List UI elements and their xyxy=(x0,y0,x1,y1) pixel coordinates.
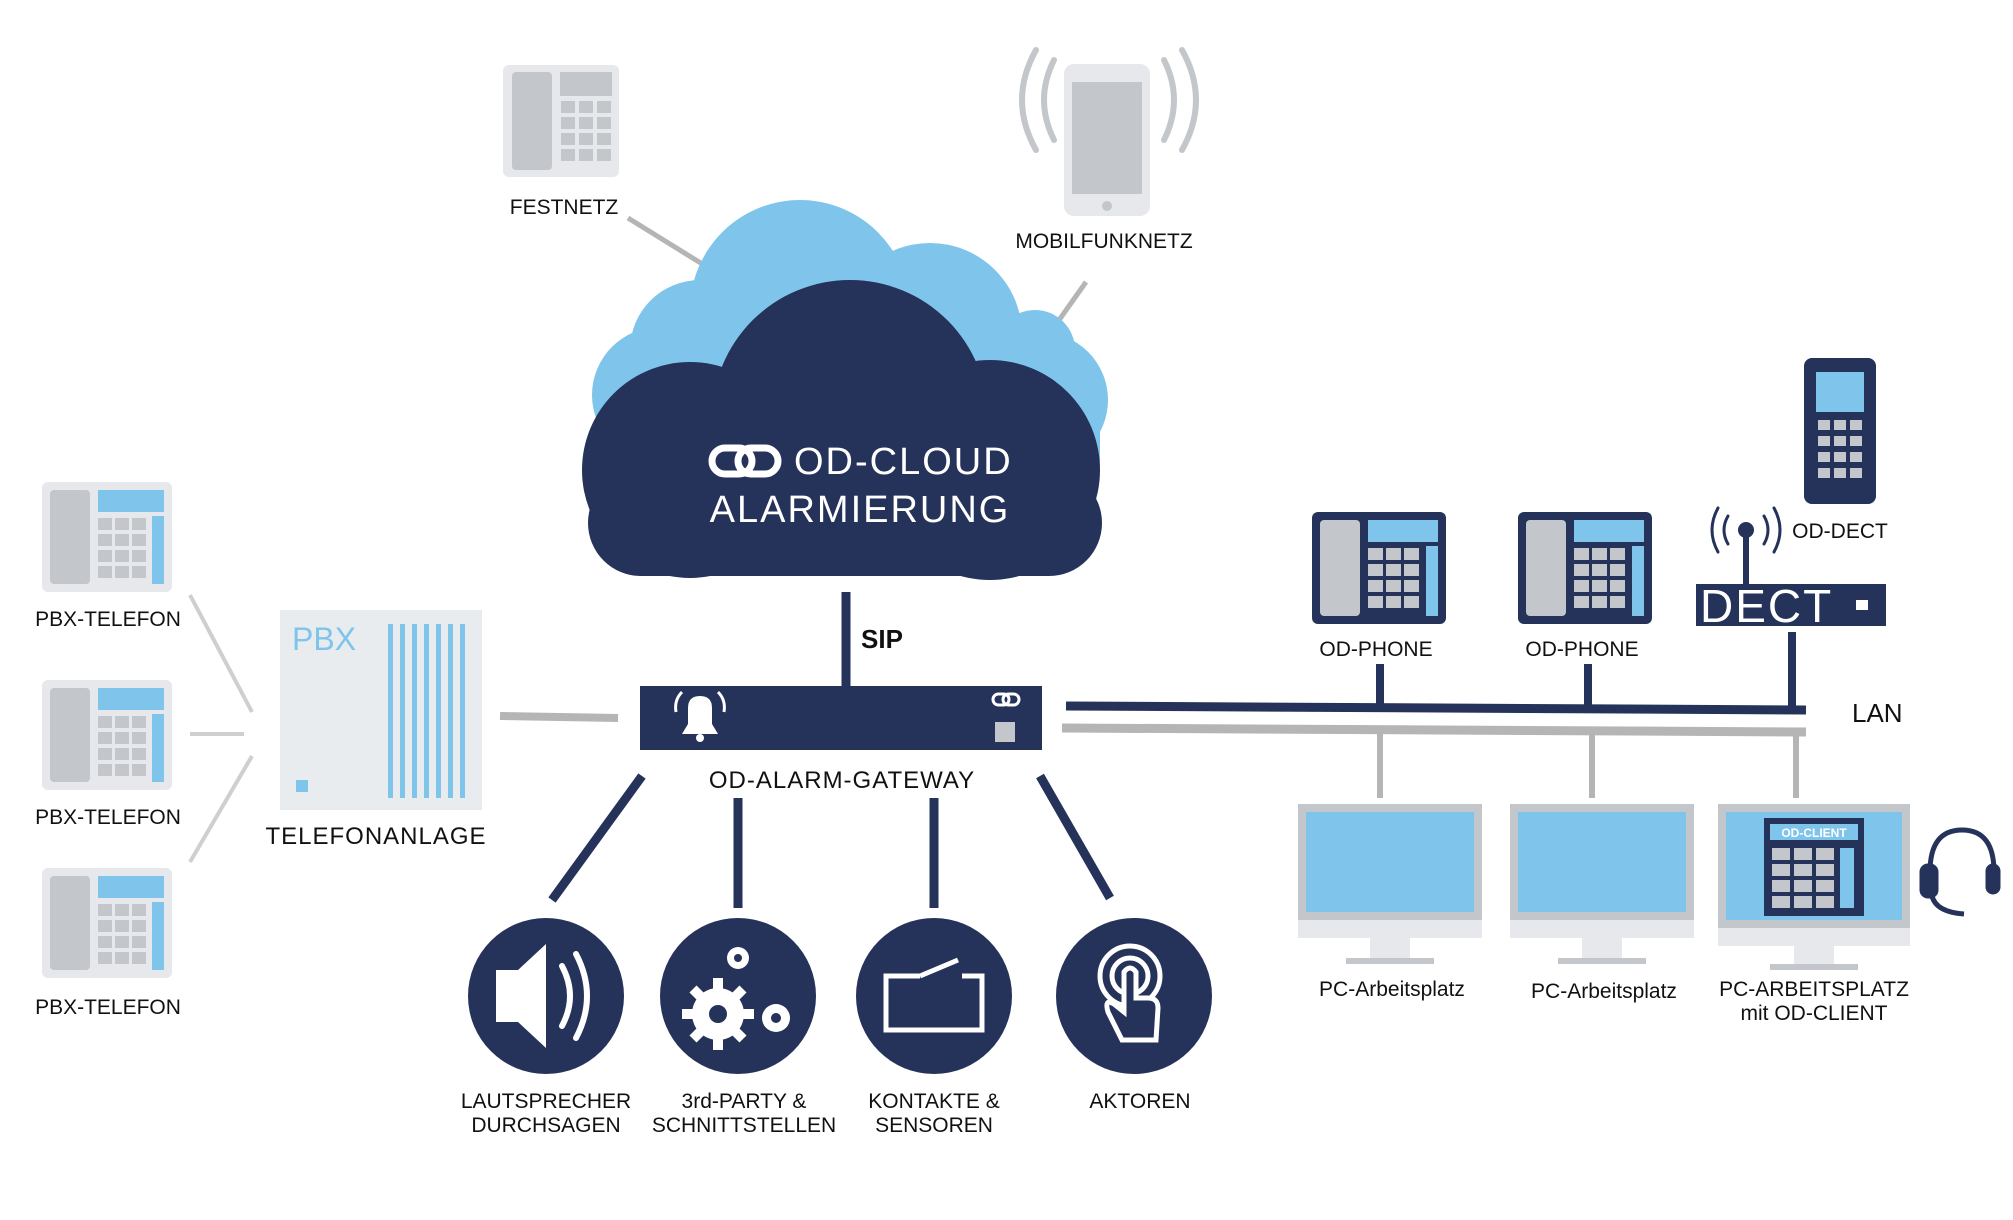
output-label-3a: KONTAKTE & xyxy=(868,1090,999,1113)
pbx-gateway-connector xyxy=(499,712,619,722)
od-phone-1 xyxy=(1312,512,1446,624)
output-speaker: LAUTSPRECHER DURCHSAGEN xyxy=(461,918,631,1137)
pc-label-3b: mit OD-CLIENT xyxy=(1741,1002,1888,1025)
od-dect-label: OD-DECT xyxy=(1792,520,1888,543)
pc-label-3a: PC-ARBEITSPLATZ xyxy=(1719,978,1909,1001)
alarm-bell-icon xyxy=(674,690,726,742)
pbx-box-text: PBX xyxy=(292,621,356,657)
od-phone-2 xyxy=(1518,512,1652,624)
gateway-label: OD-ALARM-GATEWAY xyxy=(709,767,975,794)
output-connector-4 xyxy=(1036,773,1114,901)
output-connector-1 xyxy=(548,773,646,903)
od-client-app: OD-CLIENT xyxy=(1764,818,1864,916)
cloud-title-line1: OD-CLOUD xyxy=(794,441,1013,483)
output-label-1a: LAUTSPRECHER xyxy=(461,1090,631,1113)
od-phone-label-1: OD-PHONE xyxy=(1319,638,1432,661)
pbx-phone-label-2: PBX-TELEFON xyxy=(35,806,181,829)
lan-bus-grey xyxy=(1061,723,1807,737)
pbx-phone-3 xyxy=(42,868,172,978)
festnetz-keypad xyxy=(561,101,611,161)
pbx-phone-2 xyxy=(42,680,172,790)
output-actors: AKTOREN xyxy=(1056,918,1212,1113)
pc-label-1: PC-Arbeitsplatz xyxy=(1319,978,1465,1001)
od-client-screen-text: OD-CLIENT xyxy=(1781,826,1847,840)
switch-contact-icon xyxy=(883,957,985,1033)
pc-workstation-1: PC-Arbeitsplatz xyxy=(1298,804,1482,1001)
signal-waves-right-icon xyxy=(1161,47,1199,153)
output-label-1b: DURCHSAGEN xyxy=(471,1114,620,1137)
cloud-title-line2: ALARMIERUNG xyxy=(710,489,1011,531)
sip-label: SIP xyxy=(861,624,903,654)
od-link-logo-icon xyxy=(708,444,782,478)
cloud-front xyxy=(582,280,1102,580)
festnetz-label: FESTNETZ xyxy=(510,196,619,219)
pbx-phone-1 xyxy=(42,482,172,592)
pbx-phone-label-3: PBX-TELEFON xyxy=(35,996,181,1019)
telefonanlage-label: TELEFONANLAGE xyxy=(265,823,486,850)
pc-workstation-3: OD-CLIENT PC-ARBEITSPLATZ mit OD-CLIENT xyxy=(1718,804,1910,1025)
mobilfunknetz-label: MOBILFUNKNETZ xyxy=(1015,230,1193,253)
speaker-icon xyxy=(496,944,590,1048)
headset-icon xyxy=(1919,827,2001,917)
pbx-slots xyxy=(388,624,465,798)
od-phone-label-2: OD-PHONE xyxy=(1525,638,1638,661)
output-label-4a: AKTOREN xyxy=(1089,1090,1190,1113)
lan-label: LAN xyxy=(1852,698,1903,728)
dect-base-text: DECT xyxy=(1700,580,1833,632)
pbx-phone-connector-1 xyxy=(188,594,254,713)
mobilfunk-device: MOBILFUNKNETZ xyxy=(1015,47,1199,253)
pbx-phone-connector-3 xyxy=(188,754,254,864)
signal-waves-left-icon xyxy=(1019,47,1057,153)
pc-label-2: PC-Arbeitsplatz xyxy=(1531,980,1677,1003)
dect-base-station: DECT xyxy=(1696,506,1886,632)
output-label-3b: SENSOREN xyxy=(875,1114,993,1137)
lan-bus-navy xyxy=(1065,701,1807,715)
pc-workstation-2: PC-Arbeitsplatz xyxy=(1510,804,1694,1003)
output-gears: 3rd-PARTY & SCHNITTSTELLEN xyxy=(652,918,836,1137)
gateway-link-logo-icon xyxy=(991,692,1021,707)
dect-signal-icon xyxy=(1710,506,1782,554)
od-cloud: OD-CLOUD ALARMIERUNG xyxy=(582,200,1108,580)
pbx-box: PBX TELEFONANLAGE xyxy=(265,610,486,850)
pbx-phone-label-1: PBX-TELEFON xyxy=(35,608,181,631)
festnetz-connector xyxy=(626,215,714,273)
gears-icon xyxy=(682,947,790,1050)
connectors xyxy=(188,215,1807,908)
output-contacts: KONTAKTE & SENSOREN xyxy=(856,918,1012,1137)
output-label-2a: 3rd-PARTY & xyxy=(682,1090,807,1113)
od-dect-handset: OD-DECT xyxy=(1792,358,1888,543)
output-label-2b: SCHNITTSTELLEN xyxy=(652,1114,836,1137)
od-alarm-gateway: OD-ALARM-GATEWAY xyxy=(640,686,1042,794)
touch-hand-icon xyxy=(1097,943,1163,1043)
festnetz-phone: FESTNETZ xyxy=(503,65,619,219)
